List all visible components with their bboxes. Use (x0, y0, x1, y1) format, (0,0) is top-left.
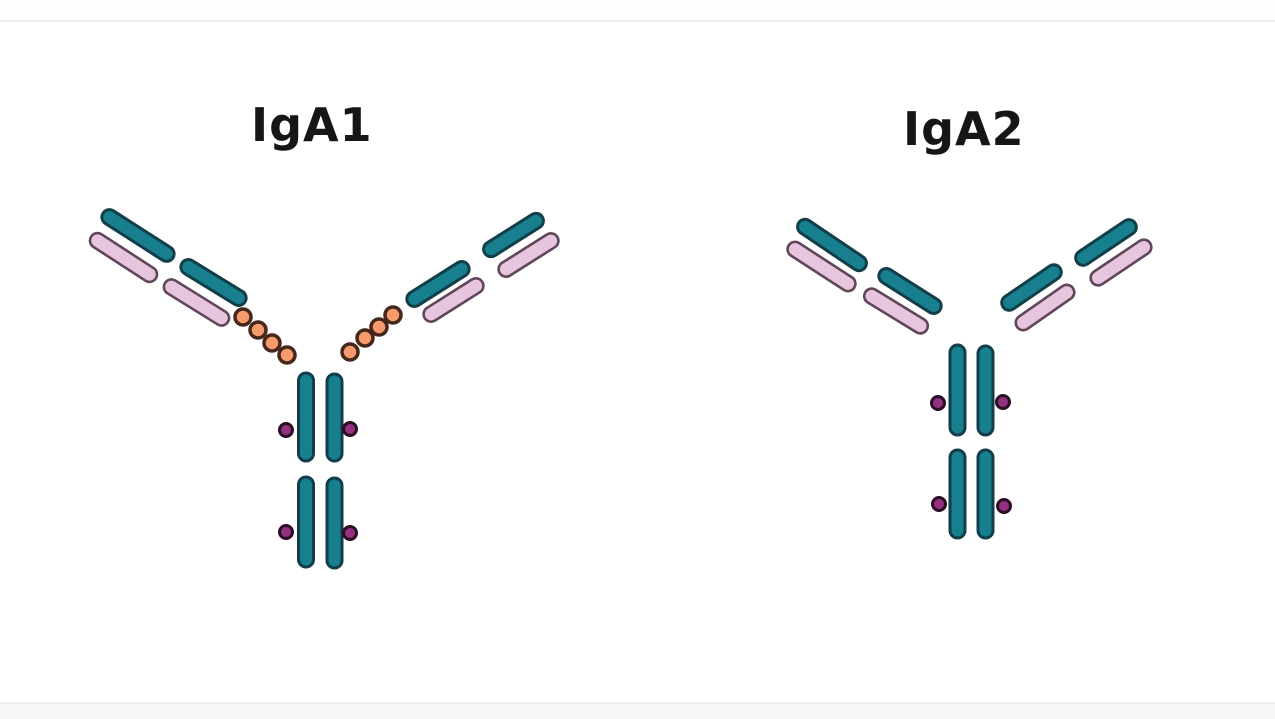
light-chain-inner-bar (162, 278, 231, 327)
light-chain-outer-bar (786, 240, 857, 293)
fc-domain-bar (325, 476, 344, 570)
fc-domain-bar (948, 343, 967, 437)
light-chain-outer-bar (1089, 238, 1153, 287)
iga1-hinge-region (233, 305, 403, 365)
glycan-dot (278, 524, 294, 540)
iga2-fc-stem (930, 343, 1012, 540)
glycan-dot (995, 394, 1011, 410)
heavy-chain-inner-bar (405, 260, 471, 308)
hinge-bead (248, 320, 268, 340)
glycan-dot (342, 421, 358, 437)
fc-domain-bar (976, 344, 995, 437)
hinge-bead (233, 307, 253, 327)
iga2-left-arm (786, 217, 943, 335)
heavy-chain-outer-bar (796, 217, 868, 273)
light-chain-inner-bar (1014, 283, 1076, 332)
iga1-right-arm (405, 211, 560, 323)
iga2-right-arm (1000, 218, 1153, 332)
heavy-chain-outer-bar (482, 211, 545, 259)
light-chain-inner-bar (862, 287, 930, 335)
iga1-fc-stem (278, 371, 358, 570)
light-chain-inner-bar (422, 277, 485, 323)
heavy-chain-inner-bar (179, 258, 248, 307)
fc-domain-bar (948, 448, 967, 540)
iga1-antibody (88, 208, 560, 570)
fc-domain-bar (297, 475, 315, 569)
light-chain-outer-bar (88, 231, 159, 284)
light-chain-outer-bar (497, 232, 560, 278)
hinge-bead (383, 305, 403, 325)
hinge-bead (340, 342, 360, 362)
hinge-bead (355, 328, 375, 348)
hinge-bead (277, 345, 297, 365)
glycan-dot (931, 496, 947, 512)
heavy-chain-outer-bar (1074, 218, 1138, 267)
fc-domain-bar (297, 371, 315, 463)
iga2-antibody (786, 217, 1153, 540)
glycan-dot (930, 395, 946, 411)
iga1-left-arm (88, 208, 248, 327)
glycan-dot (278, 422, 294, 438)
glycan-dot (996, 498, 1012, 514)
heavy-chain-inner-bar (877, 267, 943, 315)
bottom-margin-strip (0, 704, 1275, 719)
iga2-title: IgA2 (903, 102, 1025, 156)
hinge-bead (262, 333, 282, 353)
glycan-dot (342, 525, 358, 541)
bottom-divider (0, 702, 1275, 704)
heavy-chain-inner-bar (1000, 263, 1063, 312)
iga1-title: IgA1 (251, 98, 373, 152)
hinge-bead (369, 317, 389, 337)
fc-domain-bar (976, 448, 995, 540)
top-margin-strip (0, 0, 1275, 20)
top-divider (0, 20, 1275, 22)
heavy-chain-outer-bar (100, 208, 176, 263)
fc-domain-bar (325, 372, 344, 463)
